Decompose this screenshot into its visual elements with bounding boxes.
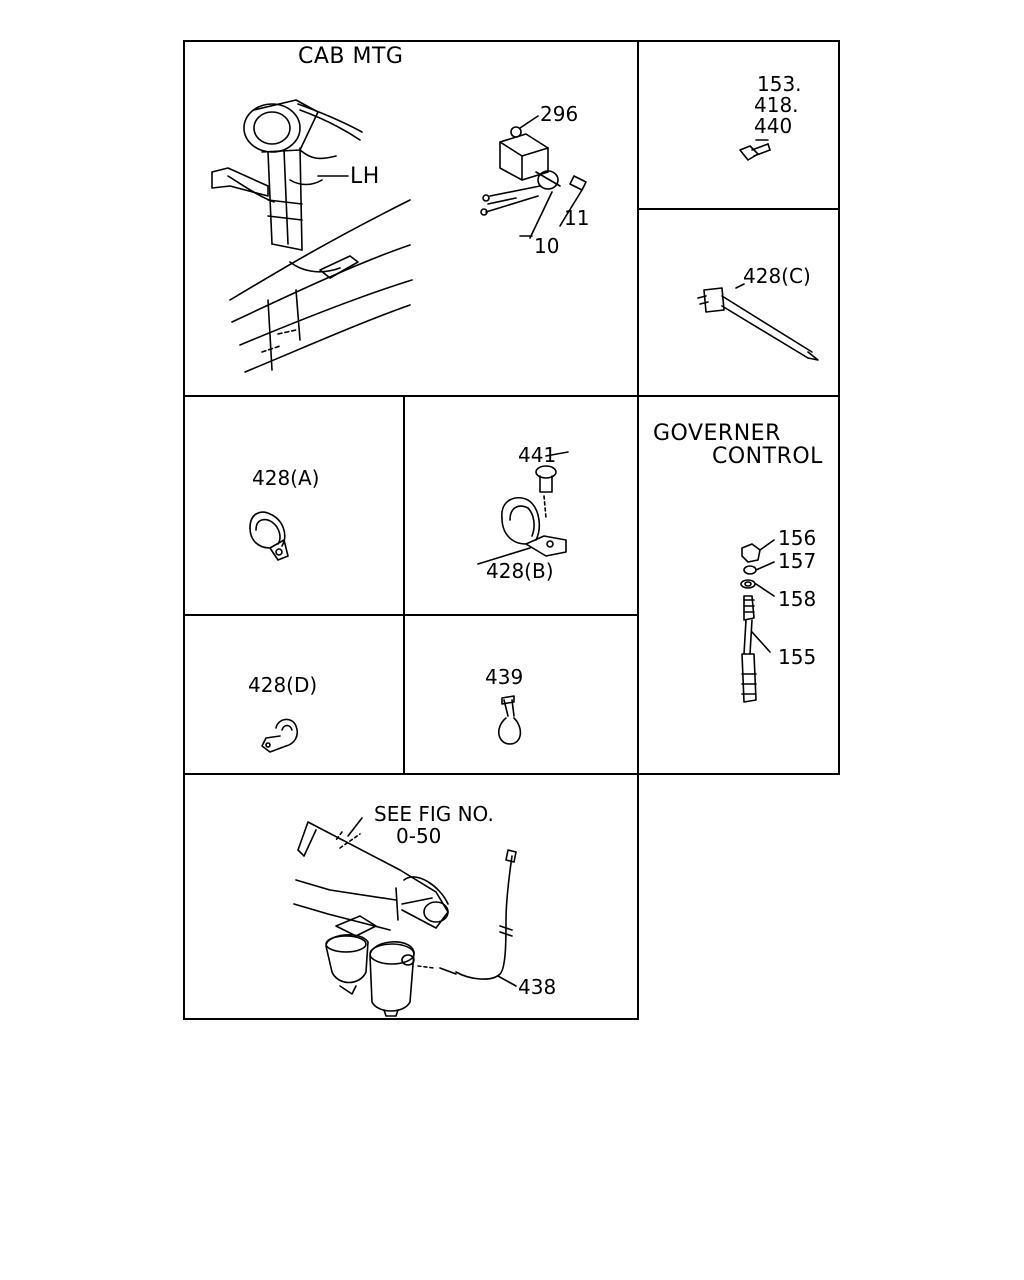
see-fig-label-line2: 0-50 [396,824,442,848]
governer-title-line1: GOVERNER [653,421,781,446]
callout-418: 418. [754,93,799,117]
p-clamp-b-drawing [502,452,568,556]
governer-control-panel [637,395,840,775]
lh-side-label: LH [350,164,380,189]
callout-10: 10 [534,234,560,258]
cab-mtg-title: CAB MTG [298,44,404,69]
cable-tie-drawing [698,284,818,360]
see-fig-label-line1: SEE FIG NO. [374,802,494,826]
fuel-filter-panel [183,773,639,1020]
callout-428a: 428(A) [252,466,320,490]
p-clamp-a-drawing [250,512,288,560]
callout-439: 439 [485,665,524,689]
fuel-filter-assembly-drawing [294,822,516,1016]
bolt-fastener-drawing [740,140,770,160]
callout-158: 158 [778,587,817,611]
band-clip-drawing [499,696,521,744]
callout-428d: 428(D) [248,673,318,697]
callout-155: 155 [778,645,817,669]
callout-156: 156 [778,526,817,550]
p-clamp-d-drawing [262,719,297,752]
governer-control-parts-drawing [741,540,774,702]
callout-441: 441 [518,443,557,467]
callout-440: 440 [754,114,793,138]
leader-lines [348,216,566,836]
callout-153: 153. [757,72,802,96]
callout-11: 11 [564,206,590,230]
callout-428c: 428(C) [743,264,811,288]
callout-157: 157 [778,549,817,573]
governer-title-line2: CONTROL [712,444,823,469]
callout-296: 296 [540,102,579,126]
cab-mount-harness-drawing [212,100,586,372]
callout-428b: 428(B) [486,559,554,583]
callout-438: 438 [518,975,557,999]
